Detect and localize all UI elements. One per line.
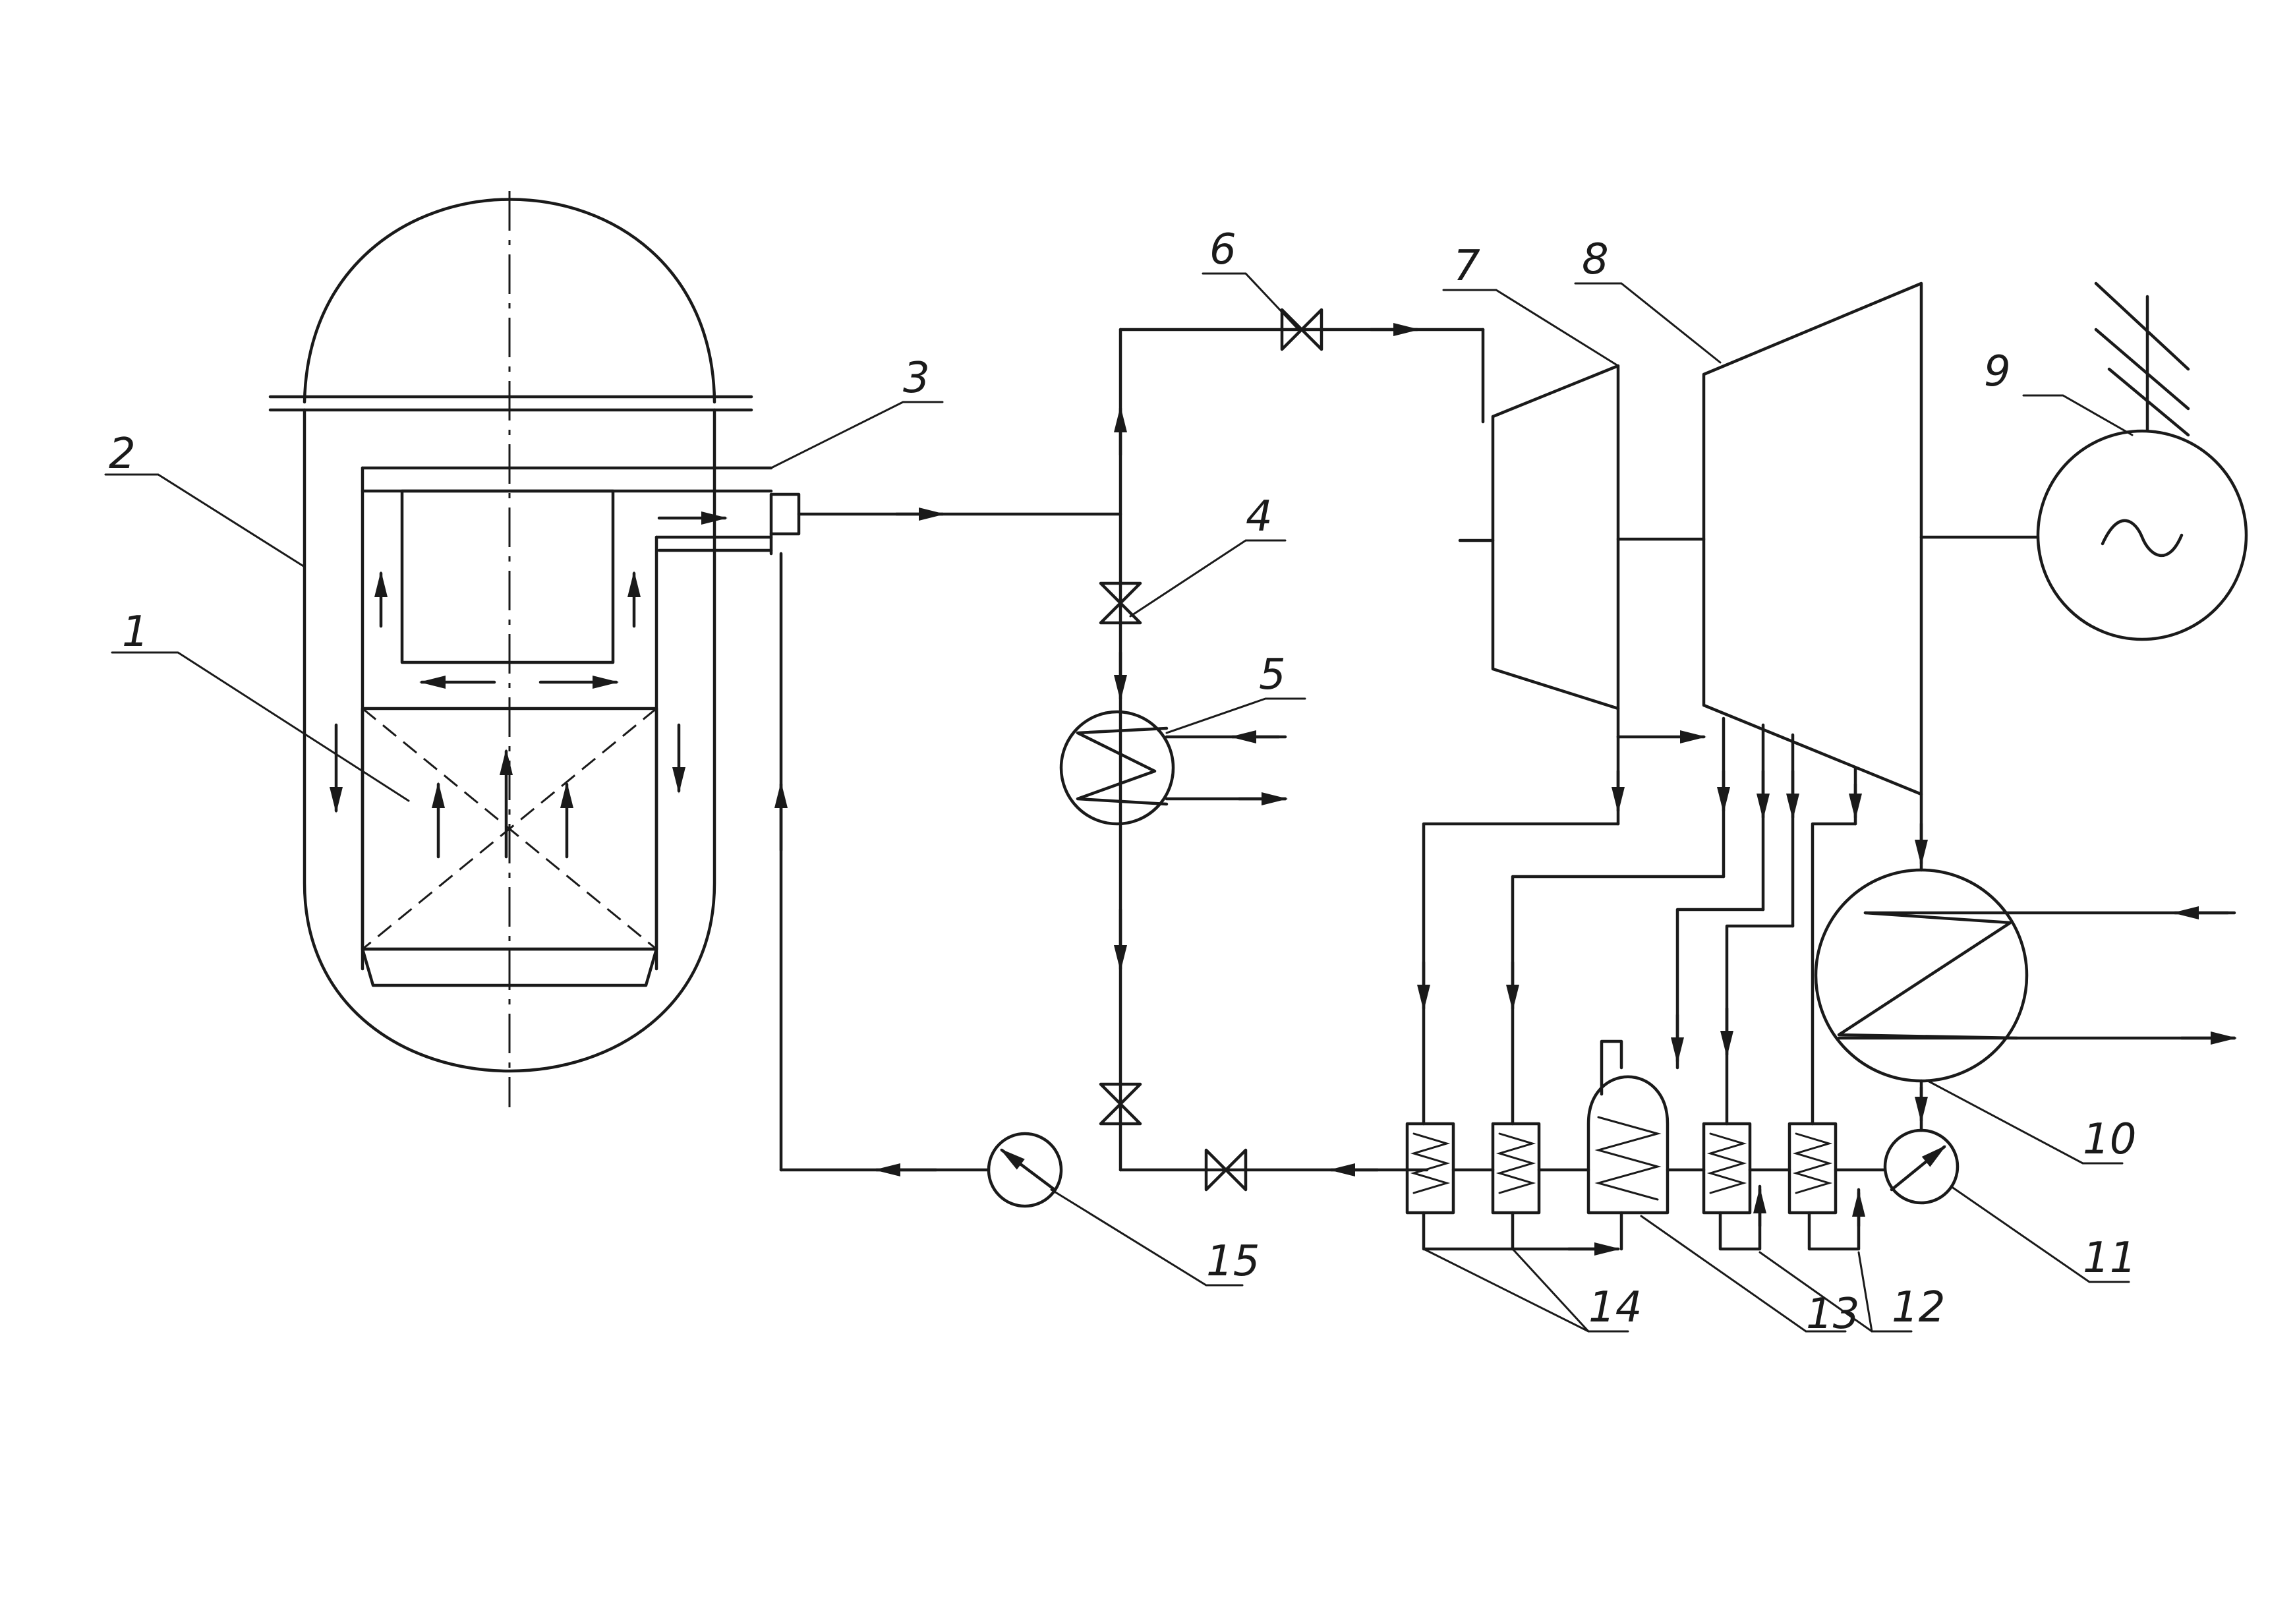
leader-13 <box>1640 1215 1847 1333</box>
drain <box>1422 1211 1617 1251</box>
valve-6 <box>1280 308 1323 351</box>
leader-12b <box>1857 1251 1873 1333</box>
ext-line <box>1422 822 1620 1126</box>
reactor <box>268 191 801 1107</box>
vessel-body <box>303 408 716 1073</box>
heater-c <box>1702 1122 1752 1215</box>
leader-8 <box>1574 282 1722 364</box>
valve-icon <box>1280 308 1323 351</box>
ground-icon <box>2094 328 2190 411</box>
deaerator-steam <box>1600 1039 1623 1096</box>
heater-b <box>1491 1122 1541 1215</box>
pump-15 <box>987 1132 1063 1208</box>
heat-exchanger-icon <box>1410 1132 1451 1194</box>
leader-1 <box>111 651 410 802</box>
heat-exchanger-icon <box>1792 1132 1833 1194</box>
heat-exchanger-icon <box>1059 710 1175 826</box>
valve-4 <box>1099 581 1142 625</box>
valve-feed <box>1204 1148 1248 1192</box>
drain <box>1807 1188 1861 1251</box>
valve-icon <box>1099 581 1142 625</box>
deaerator-13 <box>1586 1075 1670 1215</box>
leader-6 <box>1202 272 1300 331</box>
sine-wave <box>2101 519 2184 558</box>
leader-14b <box>1511 1248 1590 1333</box>
pump-icon <box>1883 1128 1960 1205</box>
steam-line <box>797 323 1485 1172</box>
label-1: 1 <box>122 608 149 656</box>
ground-icon <box>2107 367 2190 437</box>
feedwater-heaters <box>1405 1039 1887 1256</box>
leader-15 <box>1050 1188 1244 1287</box>
label-14: 14 <box>1588 1283 1642 1332</box>
coil <box>1837 911 2019 1040</box>
heat-exchanger-icon <box>1706 1132 1747 1194</box>
drain <box>1718 1184 1762 1251</box>
ground-icon <box>2094 281 2190 371</box>
pump-11 <box>1883 1128 1960 1205</box>
lp-turbine <box>1702 281 1923 796</box>
leader-7 <box>1442 289 1619 367</box>
core-support <box>361 947 658 987</box>
heat-exchanger-icon <box>1814 868 2029 1083</box>
leader-9 <box>2022 394 2134 436</box>
core-diag-2 <box>362 707 657 950</box>
label-10: 10 <box>2083 1115 2136 1164</box>
leader-10 <box>1927 1080 2124 1165</box>
ext-line <box>1725 924 1795 1126</box>
label-9: 9 <box>1984 347 2011 396</box>
label-13: 13 <box>1806 1290 1859 1339</box>
ext-line <box>1811 822 1857 1126</box>
leader-4 <box>1129 539 1287 618</box>
extractions <box>1417 716 1928 1126</box>
label-5: 5 <box>1259 651 1286 699</box>
feed-line <box>774 552 1429 1176</box>
generator-9 <box>2036 281 2248 641</box>
condenser-10 <box>1814 868 2237 1132</box>
valve-icon <box>1099 1082 1142 1126</box>
label-3: 3 <box>903 354 930 403</box>
ext-line <box>1511 875 1726 1126</box>
label-12: 12 <box>1892 1283 1945 1332</box>
leaders <box>104 272 2134 1333</box>
label-11: 11 <box>2083 1234 2136 1283</box>
heat-exchanger-5 <box>1059 710 1288 826</box>
leader-11 <box>1950 1185 2130 1283</box>
label-4: 4 <box>1246 492 1273 541</box>
number-labels: 1 2 3 4 5 6 7 8 9 10 11 12 13 14 15 <box>109 225 2136 1339</box>
label-6: 6 <box>1209 225 1236 274</box>
pump-icon <box>987 1132 1063 1208</box>
upper-block <box>400 489 615 664</box>
leader-5 <box>1165 697 1306 734</box>
label-2: 2 <box>109 430 136 478</box>
heat-exchanger-icon <box>1594 1116 1662 1201</box>
turbine <box>1458 281 2039 796</box>
ext-line <box>1675 908 1765 1070</box>
valve-icon <box>1204 1148 1248 1192</box>
coil <box>1076 726 1169 806</box>
generator-icon <box>2036 429 2248 641</box>
label-8: 8 <box>1582 235 1609 284</box>
label-7: 7 <box>1453 242 1480 291</box>
hp-turbine <box>1491 364 1620 710</box>
heater-d <box>1787 1122 1838 1215</box>
heat-exchanger-icon <box>1496 1132 1536 1194</box>
heater-a <box>1405 1122 1455 1215</box>
outlet-nozzle <box>769 492 801 536</box>
leader-3 <box>770 401 944 469</box>
leader-2 <box>104 473 306 568</box>
pump-arrow <box>1890 1145 1947 1192</box>
pump-arrow <box>999 1148 1057 1192</box>
valve-lower <box>1099 1082 1142 1126</box>
label-15: 15 <box>1206 1237 1260 1286</box>
